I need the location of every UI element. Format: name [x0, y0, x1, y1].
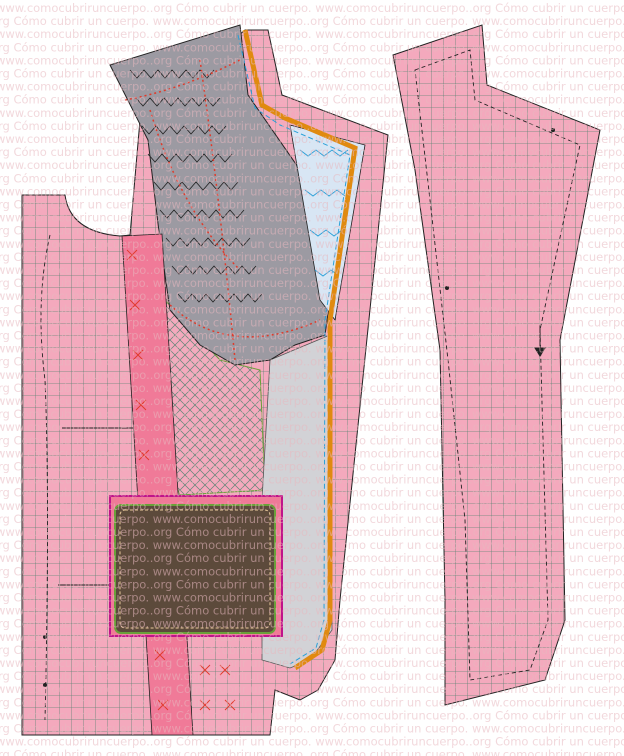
- watermark-line: rg Cómo cubrir un cuerpo. www.comocubrir…: [0, 40, 624, 54]
- watermark-line: rg Cómo cubrir un cuerpo. www.comocubrir…: [0, 407, 624, 421]
- watermark-line: rg Cómo cubrir un cuerpo. www.comocubrir…: [0, 538, 624, 552]
- watermark-line: www.comocubriruncuerpo..org Cómo cubrir …: [0, 237, 624, 251]
- watermark-line: rg Cómo cubrir un cuerpo. www.comocubrir…: [0, 198, 624, 212]
- zigzag-row: [147, 153, 233, 163]
- watermark-line: www.comocubriruncuerpo..org Cómo cubrir …: [0, 368, 624, 382]
- watermark-line: www.comocubriruncuerpo..org Cómo cubrir …: [0, 158, 624, 172]
- strip-cross-stitch: [126, 249, 236, 711]
- side-panel: [392, 24, 601, 706]
- zigzag-row: [141, 125, 227, 135]
- watermark-line: rg Cómo cubrir un cuerpo. www.comocubrir…: [0, 564, 624, 578]
- watermark-line: rg Cómo cubrir un cuerpo. www.comocubrir…: [0, 460, 624, 474]
- watermark-line: rg Cómo cubrir un cuerpo. www.comocubrir…: [0, 486, 624, 500]
- watermark-line: www.comocubriruncuerpo..org Cómo cubrir …: [0, 315, 624, 329]
- watermark-line: www.comocubriruncuerpo..org Cómo cubrir …: [0, 132, 624, 146]
- pocket-line: [58, 427, 140, 586]
- watermark-line: rg Cómo cubrir un cuerpo. www.comocubrir…: [0, 695, 624, 709]
- watermark-line: www.comocubriruncuerpo..org Cómo cubrir …: [0, 289, 624, 303]
- watermark-line: www.comocubriruncuerpo..org Cómo cubrir …: [0, 27, 624, 41]
- facing-stitch: [299, 149, 349, 277]
- watermark-line: rg Cómo cubrir un cuerpo. www.comocubrir…: [0, 250, 624, 264]
- zigzag-row: [153, 181, 239, 191]
- watermark-line: www.comocubriruncuerpo..org Cómo cubrir …: [0, 630, 624, 644]
- watermark-line: www.comocubriruncuerpo..org Cómo cubrir …: [0, 577, 624, 591]
- watermark-line: www.comocubriruncuerpo..org Cómo cubrir …: [0, 106, 624, 120]
- pocket-stitch: [119, 509, 271, 629]
- watermark-line: www.comocubriruncuerpo..org Cómo cubrir …: [0, 551, 624, 565]
- watermark-line: rg Cómo cubrir un cuerpo. www.comocubrir…: [0, 643, 624, 657]
- watermark-line: rg Cómo cubrir un cuerpo. www.comocubrir…: [0, 381, 624, 395]
- watermark-line: rg Cómo cubrir un cuerpo. www.comocubrir…: [0, 617, 624, 631]
- watermark-line: rg Cómo cubrir un cuerpo. www.comocubrir…: [0, 276, 624, 290]
- zigzag-row: [135, 97, 221, 107]
- watermark-line: rg Cómo cubrir un cuerpo. www.comocubrir…: [0, 171, 624, 185]
- zigzag-row: [129, 69, 215, 79]
- watermark-line: rg Cómo cubrir un cuerpo. www.comocubrir…: [0, 591, 624, 605]
- watermark-line: www.comocubriruncuerpo..org Cómo cubrir …: [0, 708, 624, 722]
- watermark-line: rg Cómo cubrir un cuerpo. www.comocubrir…: [0, 722, 624, 736]
- watermark-line: www.comocubriruncuerpo..org Cómo cubrir …: [0, 263, 624, 277]
- zigzag-row: [159, 209, 245, 219]
- watermark-line: www.comocubriruncuerpo..org Cómo cubrir …: [0, 342, 624, 356]
- button-mark: [43, 635, 47, 639]
- notch-mark: [445, 286, 449, 290]
- watermark-line: www.comocubriruncuerpo..org Cómo cubrir …: [0, 499, 624, 513]
- side-dart-line: [414, 49, 581, 681]
- watermark-line: www.comocubriruncuerpo..org Cómo cubrir …: [0, 735, 624, 749]
- watermark-line: rg Cómo cubrir un cuerpo. www.comocubrir…: [0, 93, 624, 107]
- watermark-line: rg Cómo cubrir un cuerpo. www.comocubrir…: [0, 748, 624, 756]
- zigzag-row: [177, 293, 263, 303]
- watermark-line: www.comocubriruncuerpo..org Cómo cubrir …: [0, 80, 624, 94]
- watermark-line: rg Cómo cubrir un cuerpo. www.comocubrir…: [0, 14, 624, 28]
- watermark-line: rg Cómo cubrir un cuerpo. www.comocubrir…: [0, 512, 624, 526]
- watermark-line: www.comocubriruncuerpo..org Cómo cubrir …: [0, 604, 624, 618]
- notch-mark: [551, 128, 555, 132]
- watermark-line: rg Cómo cubrir un cuerpo. www.comocubrir…: [0, 119, 624, 133]
- watermark-line: rg Cómo cubrir un cuerpo. www.comocubrir…: [0, 355, 624, 369]
- watermark-line: www.comocubriruncuerpo..org Cómo cubrir …: [0, 525, 624, 539]
- watermark-line: www.comocubriruncuerpo..org Cómo cubrir …: [0, 394, 624, 408]
- watermark-line: rg Cómo cubrir un cuerpo. www.comocubrir…: [0, 224, 624, 238]
- zigzag-row: [171, 265, 257, 275]
- watermark-line: www.comocubriruncuerpo..org Cómo cubrir …: [0, 53, 624, 67]
- edge-tape: [242, 29, 358, 671]
- watermark-line: rg Cómo cubrir un cuerpo. www.comocubrir…: [0, 669, 624, 683]
- facing-piece: [289, 124, 366, 321]
- edge-stitch-blue: [237, 34, 351, 665]
- watermark-line: www.comocubriruncuerpo..org Cómo cubrir …: [0, 420, 624, 434]
- watermark-line: rg Cómo cubrir un cuerpo. www.comocubrir…: [0, 67, 624, 81]
- watermark-line: rg Cómo cubrir un cuerpo. www.comocubrir…: [0, 145, 624, 159]
- watermark-line: rg Cómo cubrir un cuerpo. www.comocubrir…: [0, 302, 624, 316]
- watermark-line: www.comocubriruncuerpo..org Cómo cubrir …: [0, 184, 624, 198]
- watermark-line: www.comocubriruncuerpo..org Cómo cubrir …: [0, 446, 624, 460]
- watermark-line: www.comocubriruncuerpo..org Cómo cubrir …: [0, 1, 624, 15]
- watermark-line: www.comocubriruncuerpo..org Cómo cubrir …: [0, 682, 624, 696]
- grainline-arrow: [534, 325, 546, 357]
- zigzag-row: [165, 237, 251, 247]
- watermark-line: www.comocubriruncuerpo..org Cómo cubrir …: [0, 211, 624, 225]
- watermark-line: www.comocubriruncuerpo..org Cómo cubrir …: [0, 473, 624, 487]
- watermark-line: rg Cómo cubrir un cuerpo. www.comocubrir…: [0, 433, 624, 447]
- watermark-line: www.comocubriruncuerpo..org Cómo cubrir …: [0, 656, 624, 670]
- watermark-line: rg Cómo cubrir un cuerpo. www.comocubrir…: [0, 329, 624, 343]
- padstitch-zigzag: [129, 69, 263, 303]
- button-mark: [43, 683, 47, 687]
- pocket-bag: [114, 504, 276, 634]
